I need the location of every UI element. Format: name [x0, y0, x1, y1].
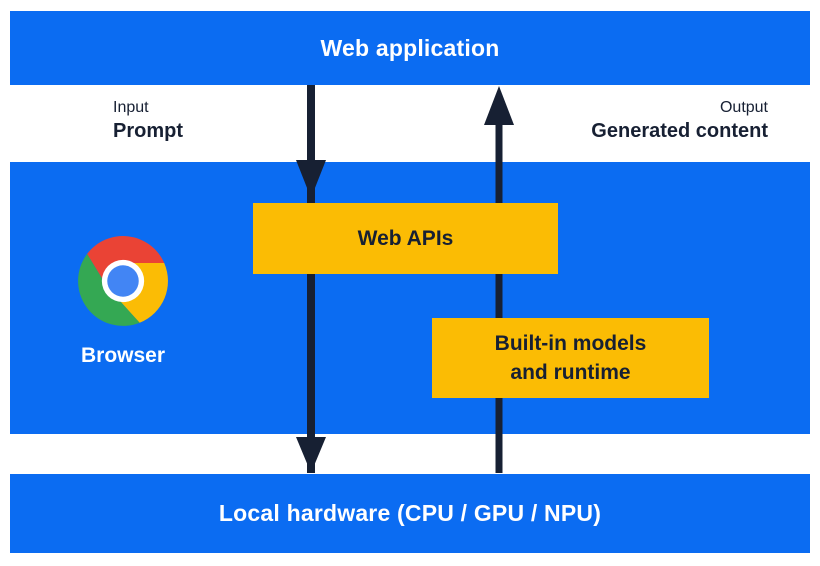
- output-generated-label: Generated content: [591, 120, 768, 142]
- built-in-models-label-line1: Built-in models: [494, 332, 647, 355]
- local-hardware-bar: Local hardware (CPU / GPU / NPU): [10, 474, 810, 553]
- local-hardware-label: Local hardware (CPU / GPU / NPU): [218, 500, 602, 526]
- web-application-bar: Web application: [10, 11, 810, 85]
- built-in-models-box: Built-in models and runtime: [432, 318, 709, 398]
- output-title: Output: [719, 99, 768, 116]
- web-apis-box: Web APIs: [253, 203, 558, 274]
- web-apis-label: Web APIs: [357, 227, 454, 250]
- input-label-group: Input Prompt: [113, 97, 183, 144]
- output-label-group: Output Generated content: [591, 97, 768, 144]
- input-title: Input: [113, 99, 149, 116]
- web-application-label: Web application: [320, 34, 500, 61]
- chrome-logo-icon: [78, 236, 168, 326]
- input-prompt-label: Prompt: [113, 120, 183, 142]
- browser-label: Browser: [80, 344, 166, 367]
- built-in-models-label-line2: and runtime: [510, 361, 631, 384]
